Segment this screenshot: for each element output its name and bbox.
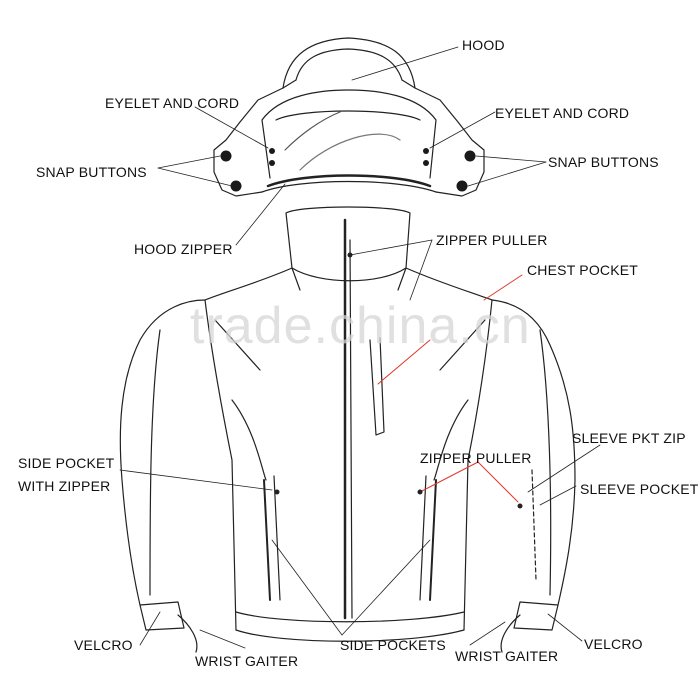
label-zipper-puller-mid: ZIPPER PULLER: [420, 450, 532, 466]
label-snap-buttons-right: SNAP BUTTONS: [548, 154, 659, 170]
hood-snaps: [220, 148, 476, 192]
label-eyelet-and-cord-left: EYELET AND CORD: [105, 95, 240, 111]
label-chest-pocket: CHEST POCKET: [527, 262, 639, 278]
label-sleeve-pkt-zip: SLEEVE PKT ZIP: [572, 430, 686, 446]
label-wrist-gaiter-left: WRIST GAITER: [195, 653, 299, 669]
label-sleeve-pocket: SLEEVE POCKET: [580, 481, 699, 497]
hood-drawing: [213, 37, 485, 197]
puller-dots: [274, 252, 523, 509]
label-snap-buttons-left: SNAP BUTTONS: [36, 164, 147, 180]
label-side-pocket-line1: SIDE POCKET: [18, 455, 115, 471]
label-side-pocket-line2: WITH ZIPPER: [18, 478, 111, 494]
label-wrist-gaiter-right: WRIST GAITER: [455, 648, 559, 664]
watermark: trade.china.cn: [190, 297, 531, 355]
jacket-body-drawing: [119, 206, 576, 653]
label-eyelet-and-cord-right: EYELET AND CORD: [495, 105, 630, 121]
label-zipper-puller-top: ZIPPER PULLER: [436, 232, 548, 248]
label-hood: HOOD: [462, 37, 505, 53]
label-side-pockets: SIDE POCKETS: [340, 637, 446, 653]
label-velcro-left: VELCRO: [74, 637, 133, 653]
label-hood-zipper: HOOD ZIPPER: [134, 241, 233, 257]
accent-leaders: [377, 274, 523, 503]
label-velcro-right: VELCRO: [584, 636, 643, 652]
leader-lines: [119, 46, 601, 649]
